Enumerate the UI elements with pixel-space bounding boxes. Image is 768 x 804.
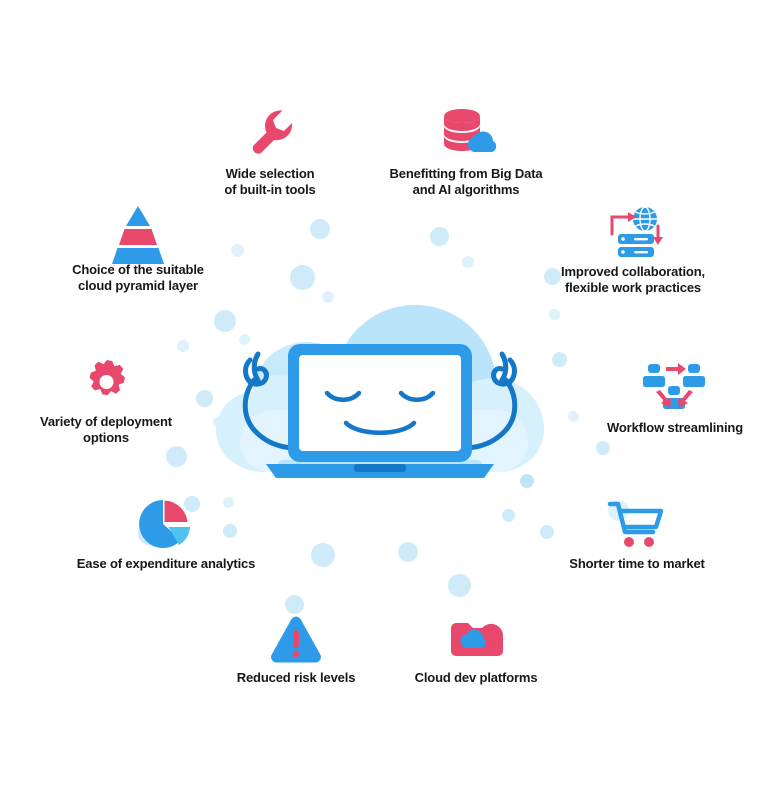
wrench-icon — [182, 104, 358, 160]
node-shorter-time-to-market[interactable]: Shorter time to market — [548, 498, 726, 572]
node-reduced-risk-levels[interactable]: Reduced risk levels — [198, 614, 394, 686]
mascot-face — [324, 390, 436, 435]
decorative-dot — [290, 265, 315, 290]
node-workflow-streamlining[interactable]: Workflow streamlining — [586, 358, 764, 436]
pie-chart-icon — [62, 498, 270, 550]
left-eye-closed — [324, 390, 362, 402]
cart-wheel-right — [644, 537, 654, 547]
node-label: Reduced risk levels — [236, 670, 356, 685]
shopping-cart-icon — [548, 498, 726, 550]
node-label: Cloud dev platforms — [414, 670, 538, 685]
decorative-dot — [596, 441, 610, 455]
decorative-dot — [223, 497, 234, 508]
decorative-dot — [196, 390, 213, 407]
globe-server-icon — [538, 206, 728, 258]
node-cloud-dev-platforms[interactable]: Cloud dev platforms — [380, 614, 572, 686]
node-label: Benefitting from Big Data and AI algorit… — [389, 166, 543, 197]
person-top-left — [643, 364, 665, 387]
arrow-icons — [656, 363, 693, 408]
pyramid-icon — [44, 204, 232, 264]
right-eye-closed — [398, 390, 436, 402]
database-cloud-icon — [372, 104, 560, 160]
decorative-dot — [322, 291, 334, 303]
node-label: Wide selection of built-in tools — [224, 166, 316, 197]
center-mascot — [196, 292, 576, 502]
arrow-up-icon — [610, 215, 630, 236]
decorative-dot — [544, 268, 561, 285]
node-choice-cloud-pyramid-layer[interactable]: Choice of the suitable cloud pyramid lay… — [44, 204, 232, 293]
decorative-dot — [239, 334, 250, 345]
node-ease-expenditure-analytics[interactable]: Ease of expenditure analytics — [62, 498, 270, 572]
decorative-dot — [448, 574, 471, 597]
laptop-screen — [288, 344, 472, 462]
decorative-dot — [540, 525, 554, 539]
decorative-dot — [552, 352, 567, 367]
decorative-dot — [568, 411, 579, 422]
node-wide-selection-built-in-tools[interactable]: Wide selection of built-in tools — [182, 104, 358, 197]
decorative-dot — [214, 310, 236, 332]
left-hand-icon — [243, 351, 269, 387]
workflow-people-icon — [586, 358, 764, 414]
warning-triangle-icon — [198, 614, 394, 664]
decorative-dot — [311, 543, 335, 567]
node-label: Ease of expenditure analytics — [76, 556, 256, 571]
node-label: Choice of the suitable cloud pyramid lay… — [72, 262, 204, 293]
decorative-dot — [166, 446, 187, 467]
node-variety-deployment-options[interactable]: Variety of deployment options — [14, 356, 198, 445]
decorative-dot — [430, 227, 449, 246]
meditating-cloud-laptop-svg — [216, 305, 544, 478]
gear-icon — [14, 356, 198, 408]
node-label: Workflow streamlining — [606, 420, 744, 435]
laptop-base — [266, 464, 494, 478]
node-improved-collaboration[interactable]: Improved collaboration, flexible work pr… — [538, 206, 728, 295]
decorative-dot — [184, 496, 200, 512]
decorative-dot — [462, 256, 474, 268]
decorative-dot — [223, 524, 237, 538]
node-label: Shorter time to market — [569, 556, 705, 571]
person-top-right — [683, 364, 705, 387]
decorative-dot — [285, 595, 304, 614]
node-benefitting-big-data-ai[interactable]: Benefitting from Big Data and AI algorit… — [372, 104, 560, 197]
cart-wheel-left — [624, 537, 634, 547]
globe-icon — [633, 206, 657, 232]
decorative-dot — [549, 309, 560, 320]
decorative-dot — [502, 509, 515, 522]
decorative-dot — [310, 219, 330, 239]
node-label: Improved collaboration, flexible work pr… — [561, 264, 705, 295]
decorative-dot — [520, 474, 534, 488]
smile — [343, 420, 417, 435]
decorative-dot — [398, 542, 418, 562]
decorative-dot — [177, 340, 189, 352]
node-label: Variety of deployment options — [40, 414, 172, 445]
folder-cloud-icon — [380, 614, 572, 664]
decorative-dot — [231, 244, 244, 257]
right-hand-icon — [491, 351, 517, 387]
